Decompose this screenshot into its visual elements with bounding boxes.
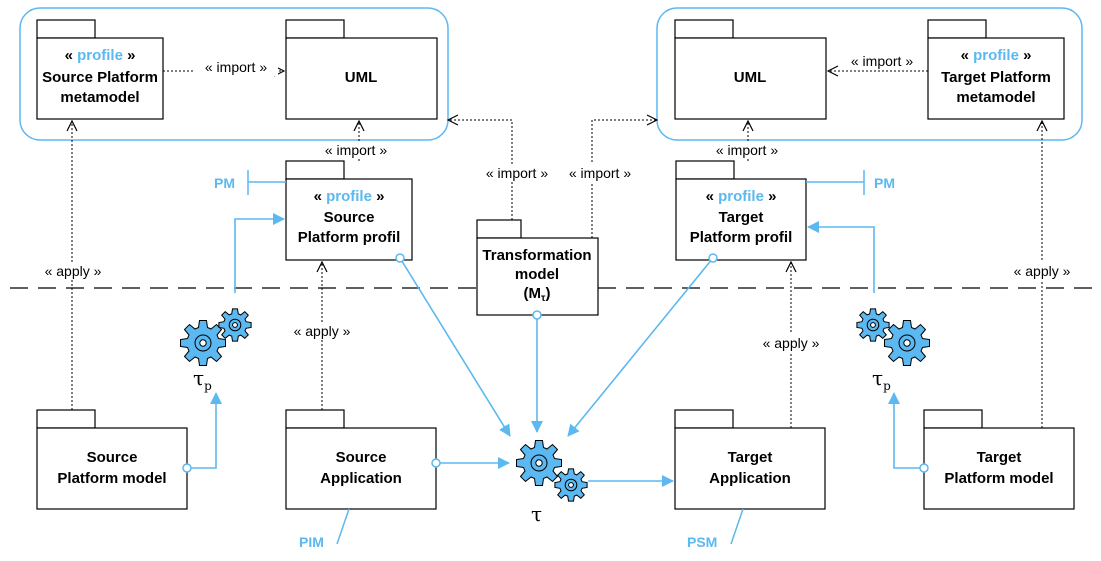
flow-tgt-pm-to-tau-p: [888, 392, 924, 469]
flow-src-pm-to-tau-p: [187, 392, 222, 469]
package-label: Platform model: [944, 470, 1053, 487]
label-apply: « apply »: [763, 335, 820, 351]
flow-gear-to-tgt-profil: [807, 221, 875, 293]
tag-pm: PM: [874, 175, 895, 191]
port-circle: [431, 458, 441, 468]
package-label: metamodel: [60, 89, 139, 106]
label-import: « import »: [486, 165, 548, 181]
svg-text:« profile »: « profile »: [706, 188, 777, 205]
tau-subscript: τ: [541, 293, 546, 304]
package-label: Platform profil: [690, 229, 793, 246]
gear-icon: [884, 320, 930, 366]
guillemet-open: «: [65, 47, 78, 64]
package-label: Target: [977, 449, 1022, 466]
package-source-platform-profil[interactable]: « profile » Source Platform profil: [285, 160, 413, 261]
package-target-platform-model[interactable]: Target Platform model: [923, 409, 1075, 510]
package-label: Application: [320, 470, 402, 487]
package-label: UML: [345, 69, 378, 86]
package-target-platform-profil[interactable]: « profile » Target Platform profil: [675, 160, 807, 261]
gear-icon: [554, 468, 588, 502]
stereotype-profile: profile: [973, 47, 1019, 64]
guillemet-close: »: [1019, 47, 1032, 64]
package-label: Transformation: [482, 247, 591, 264]
package-label: Target: [728, 449, 773, 466]
package-label: Application: [709, 470, 791, 487]
tau-p-label: τp: [193, 366, 212, 393]
right-metamodel-container: [656, 7, 1083, 141]
package-label: metamodel: [956, 89, 1035, 106]
import-trans-to-right-uml: [591, 120, 657, 238]
svg-text:(Mτ): (Mτ): [524, 285, 551, 304]
guillemet-open: «: [706, 188, 719, 205]
label-import: « import »: [205, 59, 267, 75]
package-transformation-model[interactable]: Transformation model (Mτ): [476, 219, 599, 316]
tag-pim: PIM: [299, 534, 324, 550]
package-label: Source: [336, 449, 387, 466]
stereotype-profile: profile: [77, 47, 123, 64]
port-circle: [532, 310, 542, 320]
port-circle: [919, 463, 929, 473]
svg-text:« profile »: « profile »: [961, 47, 1032, 64]
package-label: Platform model: [57, 470, 166, 487]
svg-text:« profile »: « profile »: [314, 188, 385, 205]
package-label: Source: [87, 449, 138, 466]
package-uml-left[interactable]: UML: [285, 19, 438, 120]
package-label: ): [545, 285, 550, 302]
label-import: « import »: [851, 53, 913, 69]
label-import: « import »: [569, 165, 631, 181]
package-label: Target: [719, 209, 764, 226]
port-circle: [182, 463, 192, 473]
tag-psm: PSM: [687, 534, 717, 550]
tau-label: τ: [531, 502, 542, 526]
guillemet-close: »: [372, 188, 385, 205]
guillemet-open: «: [314, 188, 327, 205]
stereotype-profile: profile: [718, 188, 764, 205]
gear-icon: [856, 308, 890, 342]
label-apply: « apply »: [294, 323, 351, 339]
package-target-platform-metamodel[interactable]: « profile » Target Platform metamodel: [927, 19, 1065, 120]
package-label: model: [515, 266, 559, 283]
port-circle: [708, 253, 718, 263]
port-circle: [395, 253, 405, 263]
package-label: Source: [324, 209, 375, 226]
package-label: (M: [524, 285, 542, 302]
package-label: Source Platform: [42, 69, 158, 86]
gear-icon: [218, 308, 252, 342]
svg-text:« profile »: « profile »: [65, 47, 136, 64]
left-metamodel-container: [19, 7, 449, 141]
package-source-platform-metamodel[interactable]: « profile » Source Platform metamodel: [36, 19, 164, 120]
label-import: « import »: [325, 142, 387, 158]
package-target-application[interactable]: Target Application: [674, 409, 826, 510]
package-label: Platform profil: [298, 229, 401, 246]
package-source-application[interactable]: Source Application: [285, 409, 437, 510]
label-apply: « apply »: [1014, 263, 1071, 279]
import-trans-to-left-uml: [448, 120, 513, 220]
flow-gear-to-src-profil: [234, 213, 285, 293]
label-import: « import »: [716, 142, 778, 158]
stereotype-profile: profile: [326, 188, 372, 205]
label-apply: « apply »: [45, 263, 102, 279]
flow-tgt-profil-to-tau: [567, 257, 714, 437]
package-source-platform-model[interactable]: Source Platform model: [36, 409, 188, 510]
guillemet-close: »: [123, 47, 136, 64]
package-uml-right[interactable]: UML: [674, 19, 827, 120]
guillemet-open: «: [961, 47, 974, 64]
tau-p-label: τp: [872, 366, 891, 393]
package-label: Target Platform: [941, 69, 1051, 86]
package-label: UML: [734, 69, 767, 86]
guillemet-close: »: [764, 188, 777, 205]
tag-pm: PM: [214, 175, 235, 191]
gear-icon: [516, 440, 562, 486]
flow-src-profil-to-tau: [399, 257, 511, 437]
